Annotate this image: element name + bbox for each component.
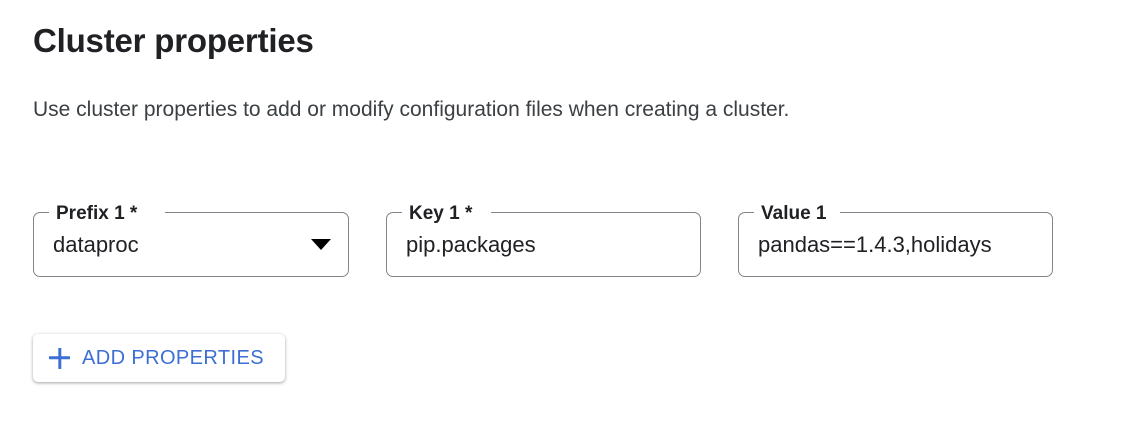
input-key-1[interactable]: pip.packages — [386, 212, 701, 277]
field-value-prefix-1: dataproc — [53, 231, 139, 257]
field-prefix-1[interactable]: Prefix 1 * dataproc — [33, 203, 349, 277]
input-value-1[interactable]: pandas==1.4.3,holidays — [738, 212, 1053, 277]
field-value-value-1: pandas==1.4.3,holidays — [758, 231, 992, 257]
add-properties-label: ADD PROPERTIES — [82, 346, 264, 369]
add-properties-button[interactable]: ADD PROPERTIES — [33, 334, 285, 382]
section-description: Use cluster properties to add or modify … — [33, 98, 790, 121]
page-title: Cluster properties — [33, 22, 314, 59]
field-label-value-1: Value 1 — [757, 203, 831, 225]
field-value-key-1: pip.packages — [406, 231, 536, 257]
field-label-prefix-1: Prefix 1 * — [52, 203, 142, 225]
chevron-down-icon[interactable] — [311, 239, 331, 250]
plus-icon — [49, 348, 70, 369]
select-prefix-1[interactable]: dataproc — [33, 212, 349, 277]
field-key-1[interactable]: Key 1 * pip.packages — [386, 203, 701, 277]
field-label-key-1: Key 1 * — [405, 203, 477, 225]
field-value-1[interactable]: Value 1 pandas==1.4.3,holidays — [738, 203, 1053, 277]
properties-row: Prefix 1 * dataproc Key 1 * pip.packages — [0, 195, 1122, 295]
